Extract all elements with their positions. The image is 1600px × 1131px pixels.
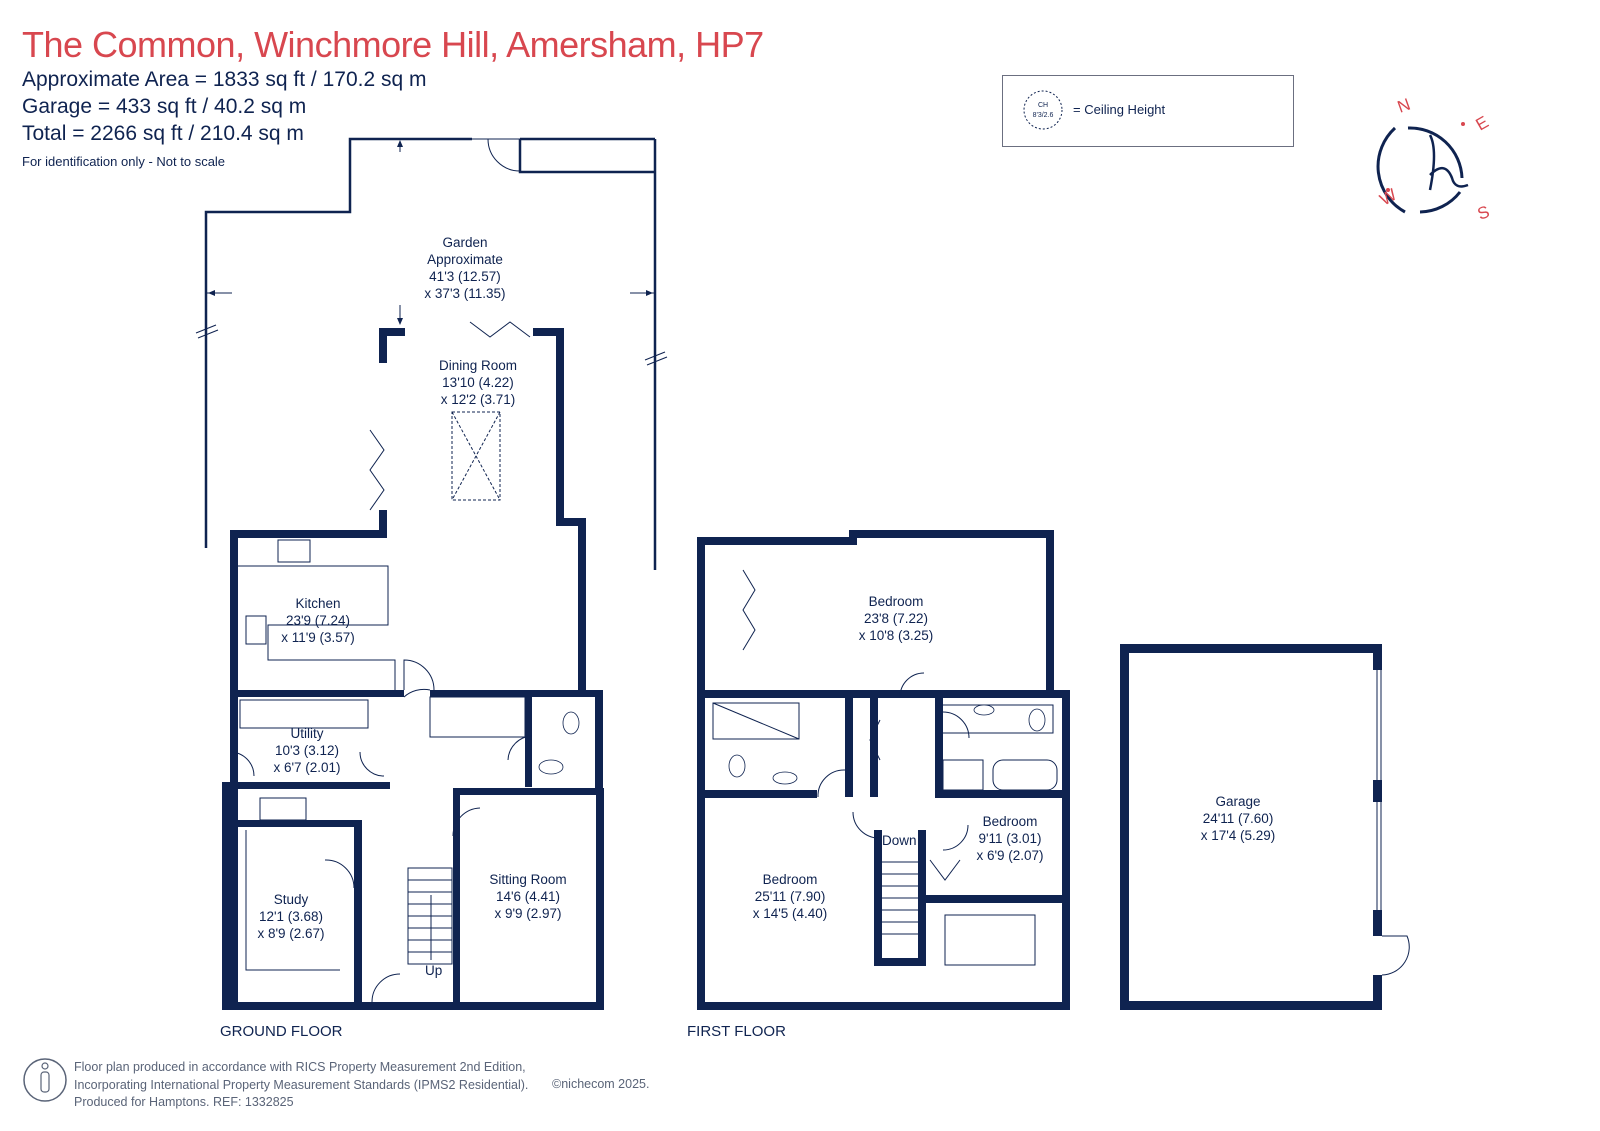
garden-dim1: 41'3 (12.57) xyxy=(429,269,501,284)
study-dim1: 12'1 (3.68) xyxy=(259,909,323,924)
utility-label: Utility 10'3 (3.12) x 6'7 (2.01) xyxy=(273,726,340,775)
utility-dim2: x 6'7 (2.01) xyxy=(273,760,340,775)
kitchen-dim2: x 11'9 (3.57) xyxy=(281,630,355,645)
legend-symbol-bottom: 8'3/2.6 xyxy=(1033,112,1054,119)
sitting-dim1: 14'6 (4.41) xyxy=(496,889,560,904)
compass-east: E xyxy=(1473,112,1492,134)
bedroom2-dim1: 25'11 (7.90) xyxy=(755,889,826,904)
garage-area: Garage = 433 sq ft / 40.2 sq m xyxy=(22,95,307,118)
garden-dim2: x 37'3 (11.35) xyxy=(424,286,505,301)
bedroom-1-label: Bedroom 23'8 (7.22) x 10'8 (3.25) xyxy=(859,594,934,643)
garden-dimension-markers xyxy=(195,290,668,366)
bedroom-3-label: Bedroom 9'11 (3.01) x 6'9 (2.07) xyxy=(976,814,1043,863)
compass-north: N xyxy=(1395,95,1413,117)
ceiling-height-legend-text: = Ceiling Height xyxy=(1073,102,1166,117)
kitchen-name: Kitchen xyxy=(295,596,340,611)
approximate-area: Approximate Area = 1833 sq ft / 170.2 sq… xyxy=(22,68,427,91)
study-name: Study xyxy=(274,892,309,907)
copyright: ©nichecom 2025. xyxy=(552,1077,650,1091)
garden-sub: Approximate xyxy=(427,252,503,267)
bedroom3-dim2: x 6'9 (2.07) xyxy=(976,848,1043,863)
dining-dim1: 13'10 (4.22) xyxy=(442,375,514,390)
utility-name: Utility xyxy=(291,726,324,741)
utility-dim1: 10'3 (3.12) xyxy=(275,743,339,758)
compass-icon: N E S W xyxy=(1377,95,1493,224)
bedroom2-dim2: x 14'5 (4.40) xyxy=(753,906,828,921)
legend-symbol-top: CH xyxy=(1038,102,1048,109)
bedroom3-dim1: 9'11 (3.01) xyxy=(978,831,1041,846)
total-area: Total = 2266 sq ft / 210.4 sq m xyxy=(22,122,304,145)
ground-floor-walls xyxy=(222,321,604,1010)
garage-dim2: x 17'4 (5.29) xyxy=(1201,828,1276,843)
first-floor-walls xyxy=(697,530,1070,1010)
garage-dim1: 24'11 (7.60) xyxy=(1203,811,1274,826)
garage-walls xyxy=(1120,644,1410,1010)
person-icon xyxy=(23,1058,67,1102)
study-label: Study 12'1 (3.68) x 8'9 (2.67) xyxy=(257,892,324,941)
dining-room-label: Dining Room 13'10 (4.22) x 12'2 (3.71) xyxy=(439,358,517,407)
first-floor-label: FIRST FLOOR xyxy=(687,1023,786,1040)
bedroom-2-label: Bedroom 25'11 (7.90) x 14'5 (4.40) xyxy=(753,872,828,921)
compass-south: S xyxy=(1475,202,1492,224)
scale-note: For identification only - Not to scale xyxy=(22,154,226,169)
garden-outline xyxy=(204,137,657,570)
garage-name: Garage xyxy=(1215,794,1260,809)
property-title: The Common, Winchmore Hill, Amersham, HP… xyxy=(22,24,764,65)
footer-line-3: Produced for Hamptons. REF: 1332825 xyxy=(74,1095,294,1109)
bedroom3-name: Bedroom xyxy=(983,814,1038,829)
kitchen-label: Kitchen 23'9 (7.24) x 11'9 (3.57) xyxy=(281,596,355,645)
garden-label: Garden Approximate 41'3 (12.57) x 37'3 (… xyxy=(424,235,505,301)
bedroom1-name: Bedroom xyxy=(869,594,924,609)
stairs-down-label: Down xyxy=(882,833,917,848)
study-dim2: x 8'9 (2.67) xyxy=(257,926,324,941)
sitting-dim2: x 9'9 (2.97) xyxy=(494,906,561,921)
stairs-up-label: Up xyxy=(425,963,442,978)
bedroom1-dim2: x 10'8 (3.25) xyxy=(859,628,934,643)
ceiling-height-symbol: CH 8'3/2.6 xyxy=(1023,90,1063,130)
ceiling-height-legend xyxy=(1002,75,1294,147)
garage-label: Garage 24'11 (7.60) x 17'4 (5.29) xyxy=(1201,794,1276,843)
ground-floor-label: GROUND FLOOR xyxy=(220,1023,343,1040)
dining-name: Dining Room xyxy=(439,358,517,373)
sitting-room-label: Sitting Room 14'6 (4.41) x 9'9 (2.97) xyxy=(489,872,566,921)
footer-line-2: Incorporating International Property Mea… xyxy=(74,1077,529,1092)
garden-name: Garden xyxy=(442,235,487,250)
kitchen-dim1: 23'9 (7.24) xyxy=(286,613,350,628)
bedroom2-name: Bedroom xyxy=(763,872,818,887)
footer-disclaimer: Floor plan produced in accordance with R… xyxy=(74,1059,528,1112)
sitting-name: Sitting Room xyxy=(489,872,566,887)
bedroom1-dim1: 23'8 (7.22) xyxy=(864,611,928,626)
dining-dim2: x 12'2 (3.71) xyxy=(441,392,516,407)
footer-line-1: Floor plan produced in accordance with R… xyxy=(74,1060,526,1074)
